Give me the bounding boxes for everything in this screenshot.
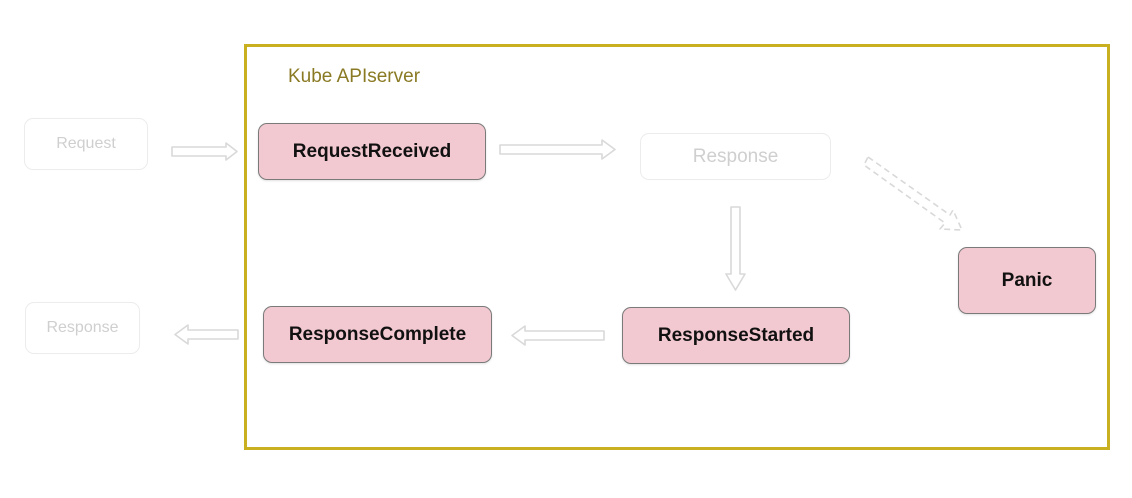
arrow-request-to-received — [171, 142, 238, 161]
arrow-response-to-started — [725, 206, 746, 291]
arrow-complete-to-response — [174, 324, 239, 345]
kube-apiserver-label: Kube APIserver — [288, 66, 421, 87]
response-stage-node: Response — [640, 133, 831, 180]
response-complete-node: ResponseComplete — [263, 306, 492, 363]
arrow-started-to-complete — [511, 325, 605, 346]
request-node: Request — [24, 118, 148, 170]
response-output-node: Response — [25, 302, 140, 354]
arrow-received-to-response — [499, 139, 616, 160]
kube-apiserver-boundary — [244, 44, 1110, 450]
request-received-node: RequestReceived — [258, 123, 486, 180]
arrow-response-to-panic — [863, 156, 963, 231]
response-started-node: ResponseStarted — [622, 307, 850, 364]
panic-node: Panic — [958, 247, 1096, 314]
